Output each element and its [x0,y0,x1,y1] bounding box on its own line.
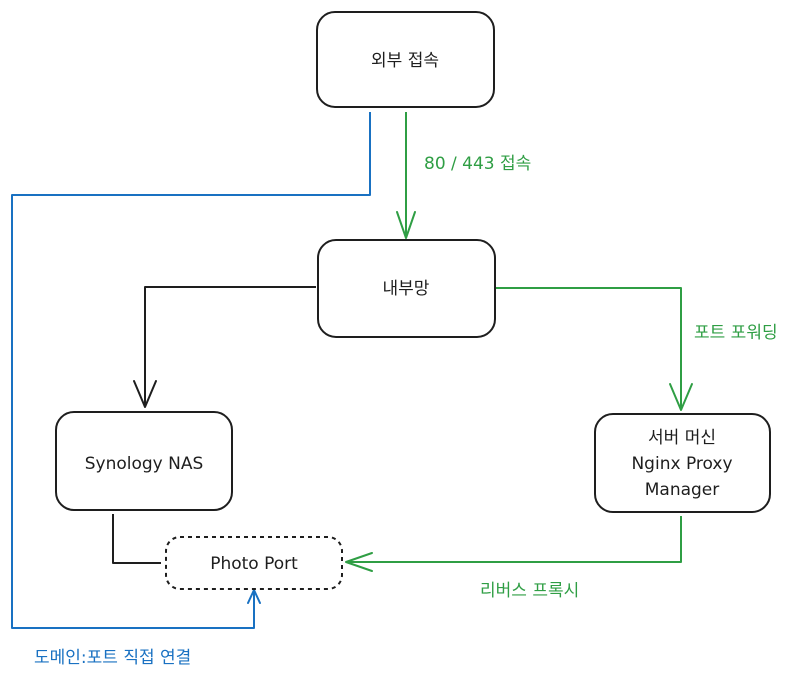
edge-nas-to-photo [112,514,161,564]
arrowhead-green-icon [669,383,693,411]
edge-label-external-to-internal: 80 / 443 접속 [424,154,531,174]
node-vm-label-line3: Manager [645,480,720,500]
edge-external-to-internal [396,112,416,239]
node-vm: 서버 머신 Nginx Proxy Manager [594,413,771,513]
edge-label-internal-to-vm: 포트 포워딩 [694,323,778,343]
edge-label-external-to-photo: 도메인:포트 직접 연결 [34,648,191,668]
arrowhead-green-icon [345,552,373,572]
edge-label-vm-to-photo: 리버스 프록시 [480,581,579,601]
node-synology-nas: Synology NAS [55,411,233,511]
node-vm-label-line1: 서버 머신 [648,428,716,448]
arrowhead-green-icon [396,211,416,239]
node-photo-port-label: Photo Port [210,554,298,574]
node-external-access: 외부 접속 [316,11,495,108]
node-vm-label-line2: Nginx Proxy [631,454,732,474]
arrowhead-black-icon [133,380,157,408]
node-internal-network: 내부망 [317,239,496,338]
edge-internal-to-nas [133,286,316,408]
edge-internal-to-vm [496,287,693,411]
node-synology-nas-label: Synology NAS [85,454,204,474]
node-external-access-label: 외부 접속 [371,51,439,71]
node-internal-network-label: 내부망 [383,279,430,299]
node-photo-port: Photo Port [165,536,343,590]
edge-vm-to-photo [345,516,682,572]
